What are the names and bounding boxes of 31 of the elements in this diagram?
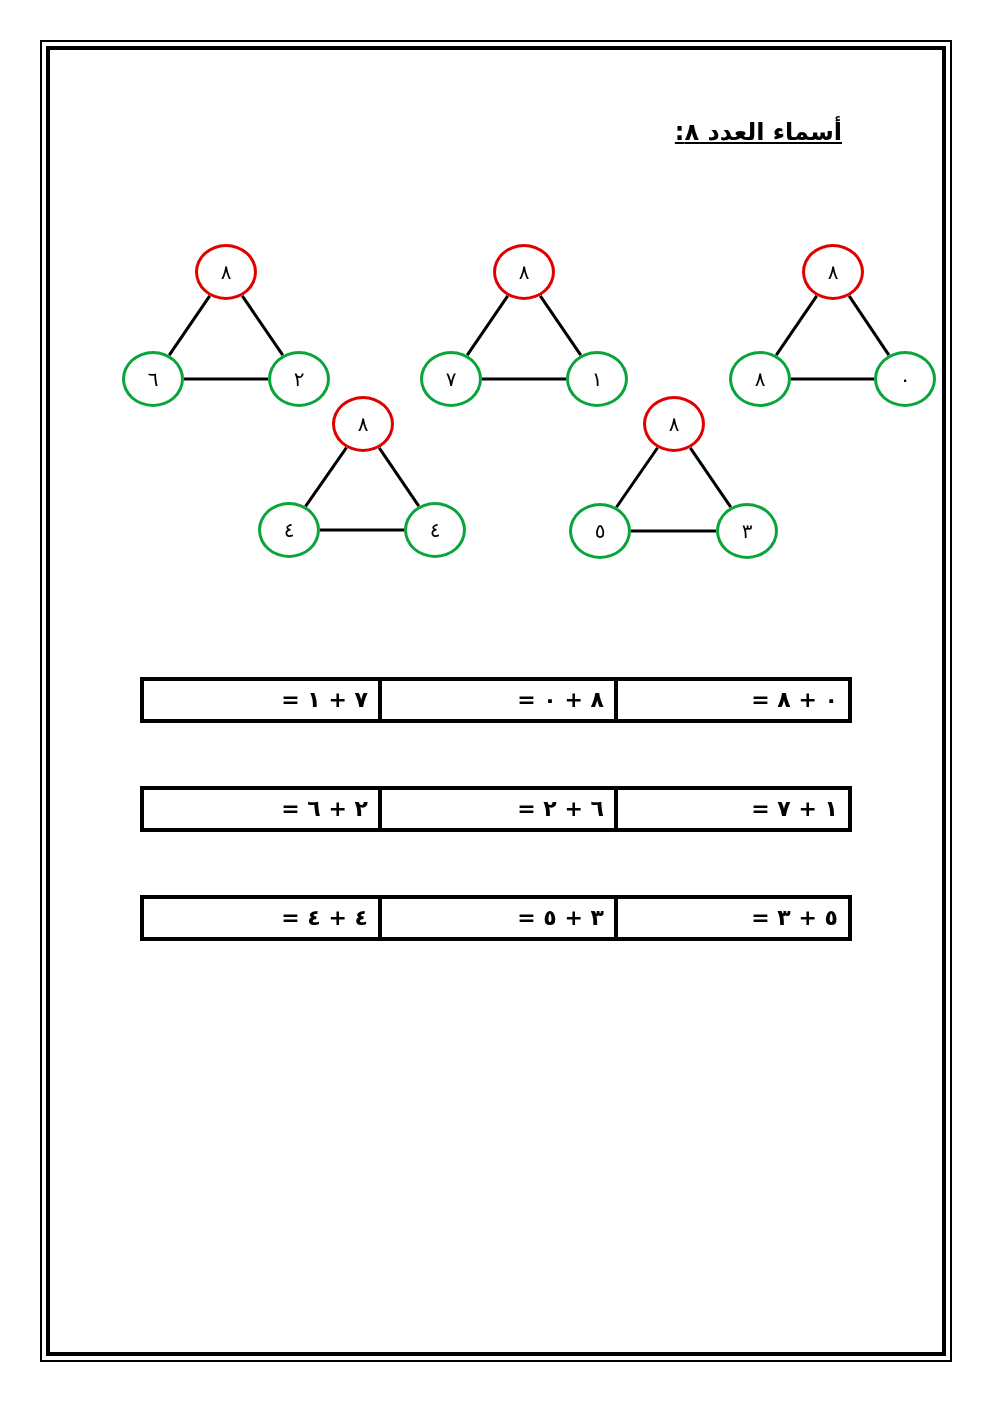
connector-line: [304, 446, 348, 508]
number-circle: ٨: [493, 244, 555, 300]
number-circle: ٣: [716, 503, 778, 559]
connector-line: [847, 295, 891, 356]
number-circle: ٠: [874, 351, 936, 407]
connector-line: [689, 447, 732, 508]
connector-line: [241, 295, 284, 356]
title: أسماء العدد ٨:: [674, 118, 842, 146]
connector-line: [466, 295, 509, 356]
number-circle: ٨: [802, 244, 864, 300]
connector-line: [775, 295, 818, 356]
connector-line: [539, 295, 582, 356]
number-circle: ٦: [122, 351, 184, 407]
connector-line: [482, 377, 566, 381]
connector-line: [377, 447, 421, 507]
connector-line: [631, 529, 716, 533]
connector-line: [791, 377, 874, 381]
connector-line: [184, 377, 268, 381]
number-circle: ١: [566, 351, 628, 407]
number-circle: ٤: [258, 502, 320, 558]
number-circle: ٨: [729, 351, 791, 407]
connector-line: [168, 295, 211, 356]
number-circle: ٨: [643, 396, 705, 452]
number-circle: ٥: [569, 503, 631, 559]
number-circle: ٧: [420, 351, 482, 407]
connector-line: [320, 528, 404, 532]
connector-line: [615, 446, 659, 509]
number-circle: ٨: [332, 396, 394, 452]
number-circle: ٨: [195, 244, 257, 300]
number-circle: ٤: [404, 502, 466, 558]
number-circle: ٢: [268, 351, 330, 407]
